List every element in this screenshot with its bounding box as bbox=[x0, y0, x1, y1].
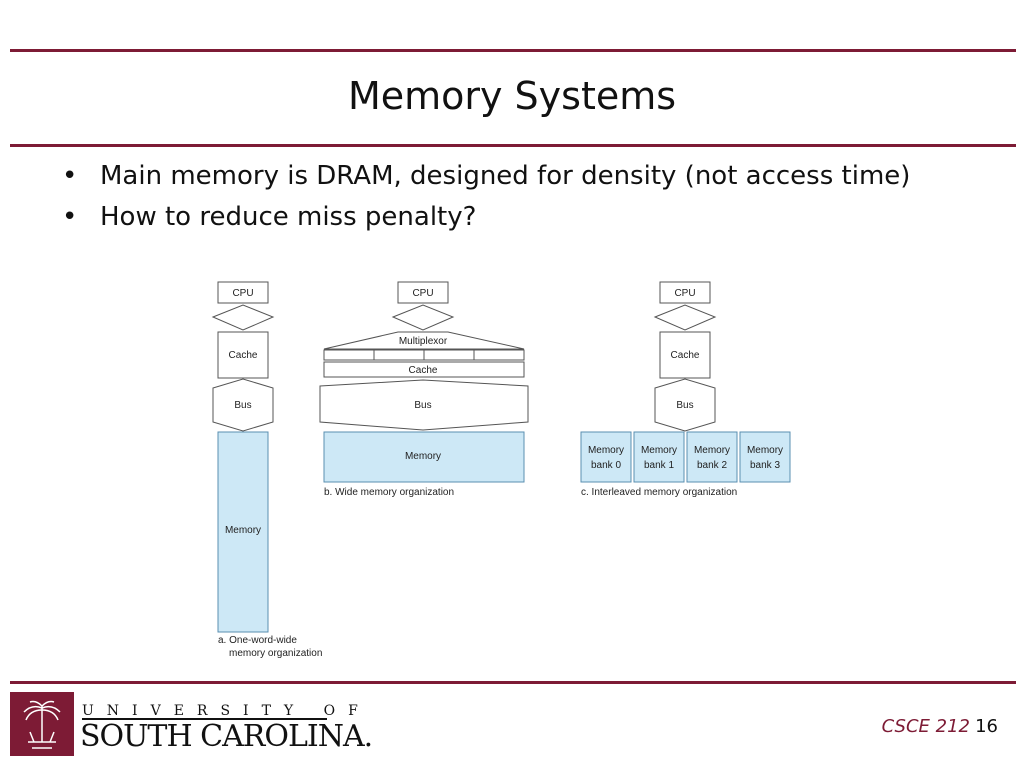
university-line-rule bbox=[82, 718, 327, 720]
bus-connector bbox=[212, 378, 274, 432]
bus-label: Bus bbox=[676, 400, 693, 411]
university-name: SOUTH CAROLINA. bbox=[80, 719, 373, 754]
one-word-wide-organization bbox=[211, 281, 275, 633]
cpu-label: CPU bbox=[412, 288, 433, 299]
memory-label: Memory bbox=[405, 451, 441, 462]
caption-one-word: memory organization bbox=[229, 648, 322, 659]
memory-label: Memory bbox=[225, 525, 261, 536]
top-rule bbox=[10, 49, 1016, 52]
cache-box bbox=[217, 331, 269, 379]
course-code: CSCE 212 bbox=[881, 716, 970, 737]
memory-bank-label: bank 2 bbox=[697, 460, 727, 471]
memory-bank-label: Memory bbox=[641, 445, 677, 456]
cpu-cache-connector bbox=[653, 304, 717, 331]
bus-label: Bus bbox=[234, 400, 251, 411]
bullet-text: Main memory is DRAM, designed for densit… bbox=[100, 161, 911, 191]
multiplexor-shape bbox=[323, 331, 525, 350]
cpu-label: CPU bbox=[674, 288, 695, 299]
slide-title: Memory Systems bbox=[347, 74, 677, 118]
cache-box bbox=[659, 331, 711, 379]
memory-bank-box bbox=[739, 431, 791, 483]
memory-bank-label: Memory bbox=[694, 445, 730, 456]
bullet-dot-icon: • bbox=[62, 161, 78, 191]
bullet-list: • Main memory is DRAM, designed for densi… bbox=[62, 160, 952, 242]
memory-bank-label: Memory bbox=[747, 445, 783, 456]
bus-connector bbox=[319, 379, 529, 431]
palmetto-icon bbox=[23, 700, 61, 749]
cpu-box bbox=[397, 281, 449, 304]
bullet-item: • Main memory is DRAM, designed for densi… bbox=[62, 160, 952, 193]
memory-bank-box bbox=[686, 431, 738, 483]
memory-bank-box bbox=[580, 431, 632, 483]
wide-organization bbox=[319, 281, 529, 483]
university-line: UNIVERSITY OF bbox=[82, 703, 371, 719]
caption-wide: b. Wide memory organization bbox=[324, 487, 454, 498]
footer-rule bbox=[10, 681, 1016, 684]
caption-one-word: a. One-word-wide bbox=[218, 635, 297, 646]
cache-label: Cache bbox=[409, 365, 438, 376]
bullet-dot-icon: • bbox=[62, 202, 78, 232]
memory-bank-label: bank 3 bbox=[750, 460, 780, 471]
university-logo bbox=[10, 692, 74, 756]
bus-label: Bus bbox=[414, 400, 431, 411]
title-underline-rule bbox=[10, 144, 1016, 147]
memory-bank-label: Memory bbox=[588, 445, 624, 456]
bullet-text: How to reduce miss penalty? bbox=[100, 202, 477, 232]
interleaved-organization bbox=[580, 281, 791, 483]
memory-box bbox=[323, 431, 525, 483]
cpu-label: CPU bbox=[232, 288, 253, 299]
caption-interleaved: c. Interleaved memory organization bbox=[581, 487, 737, 498]
multiplexor-label: Multiplexor bbox=[399, 336, 448, 347]
bus-connector bbox=[654, 378, 716, 432]
cpu-box bbox=[659, 281, 711, 304]
memory-bank-box bbox=[633, 431, 685, 483]
page-number: 16 bbox=[975, 716, 998, 737]
memory-box bbox=[217, 431, 269, 633]
cpu-cache-connector bbox=[211, 304, 275, 331]
bullet-item: • How to reduce miss penalty? bbox=[62, 201, 952, 234]
memory-bank-label: bank 0 bbox=[591, 460, 621, 471]
cache-box bbox=[323, 361, 525, 378]
memory-bank-label: bank 1 bbox=[644, 460, 674, 471]
cpu-box bbox=[217, 281, 269, 304]
cache-label: Cache bbox=[229, 350, 258, 361]
cache-label: Cache bbox=[671, 350, 700, 361]
cpu-multiplexor-connector bbox=[391, 304, 455, 331]
